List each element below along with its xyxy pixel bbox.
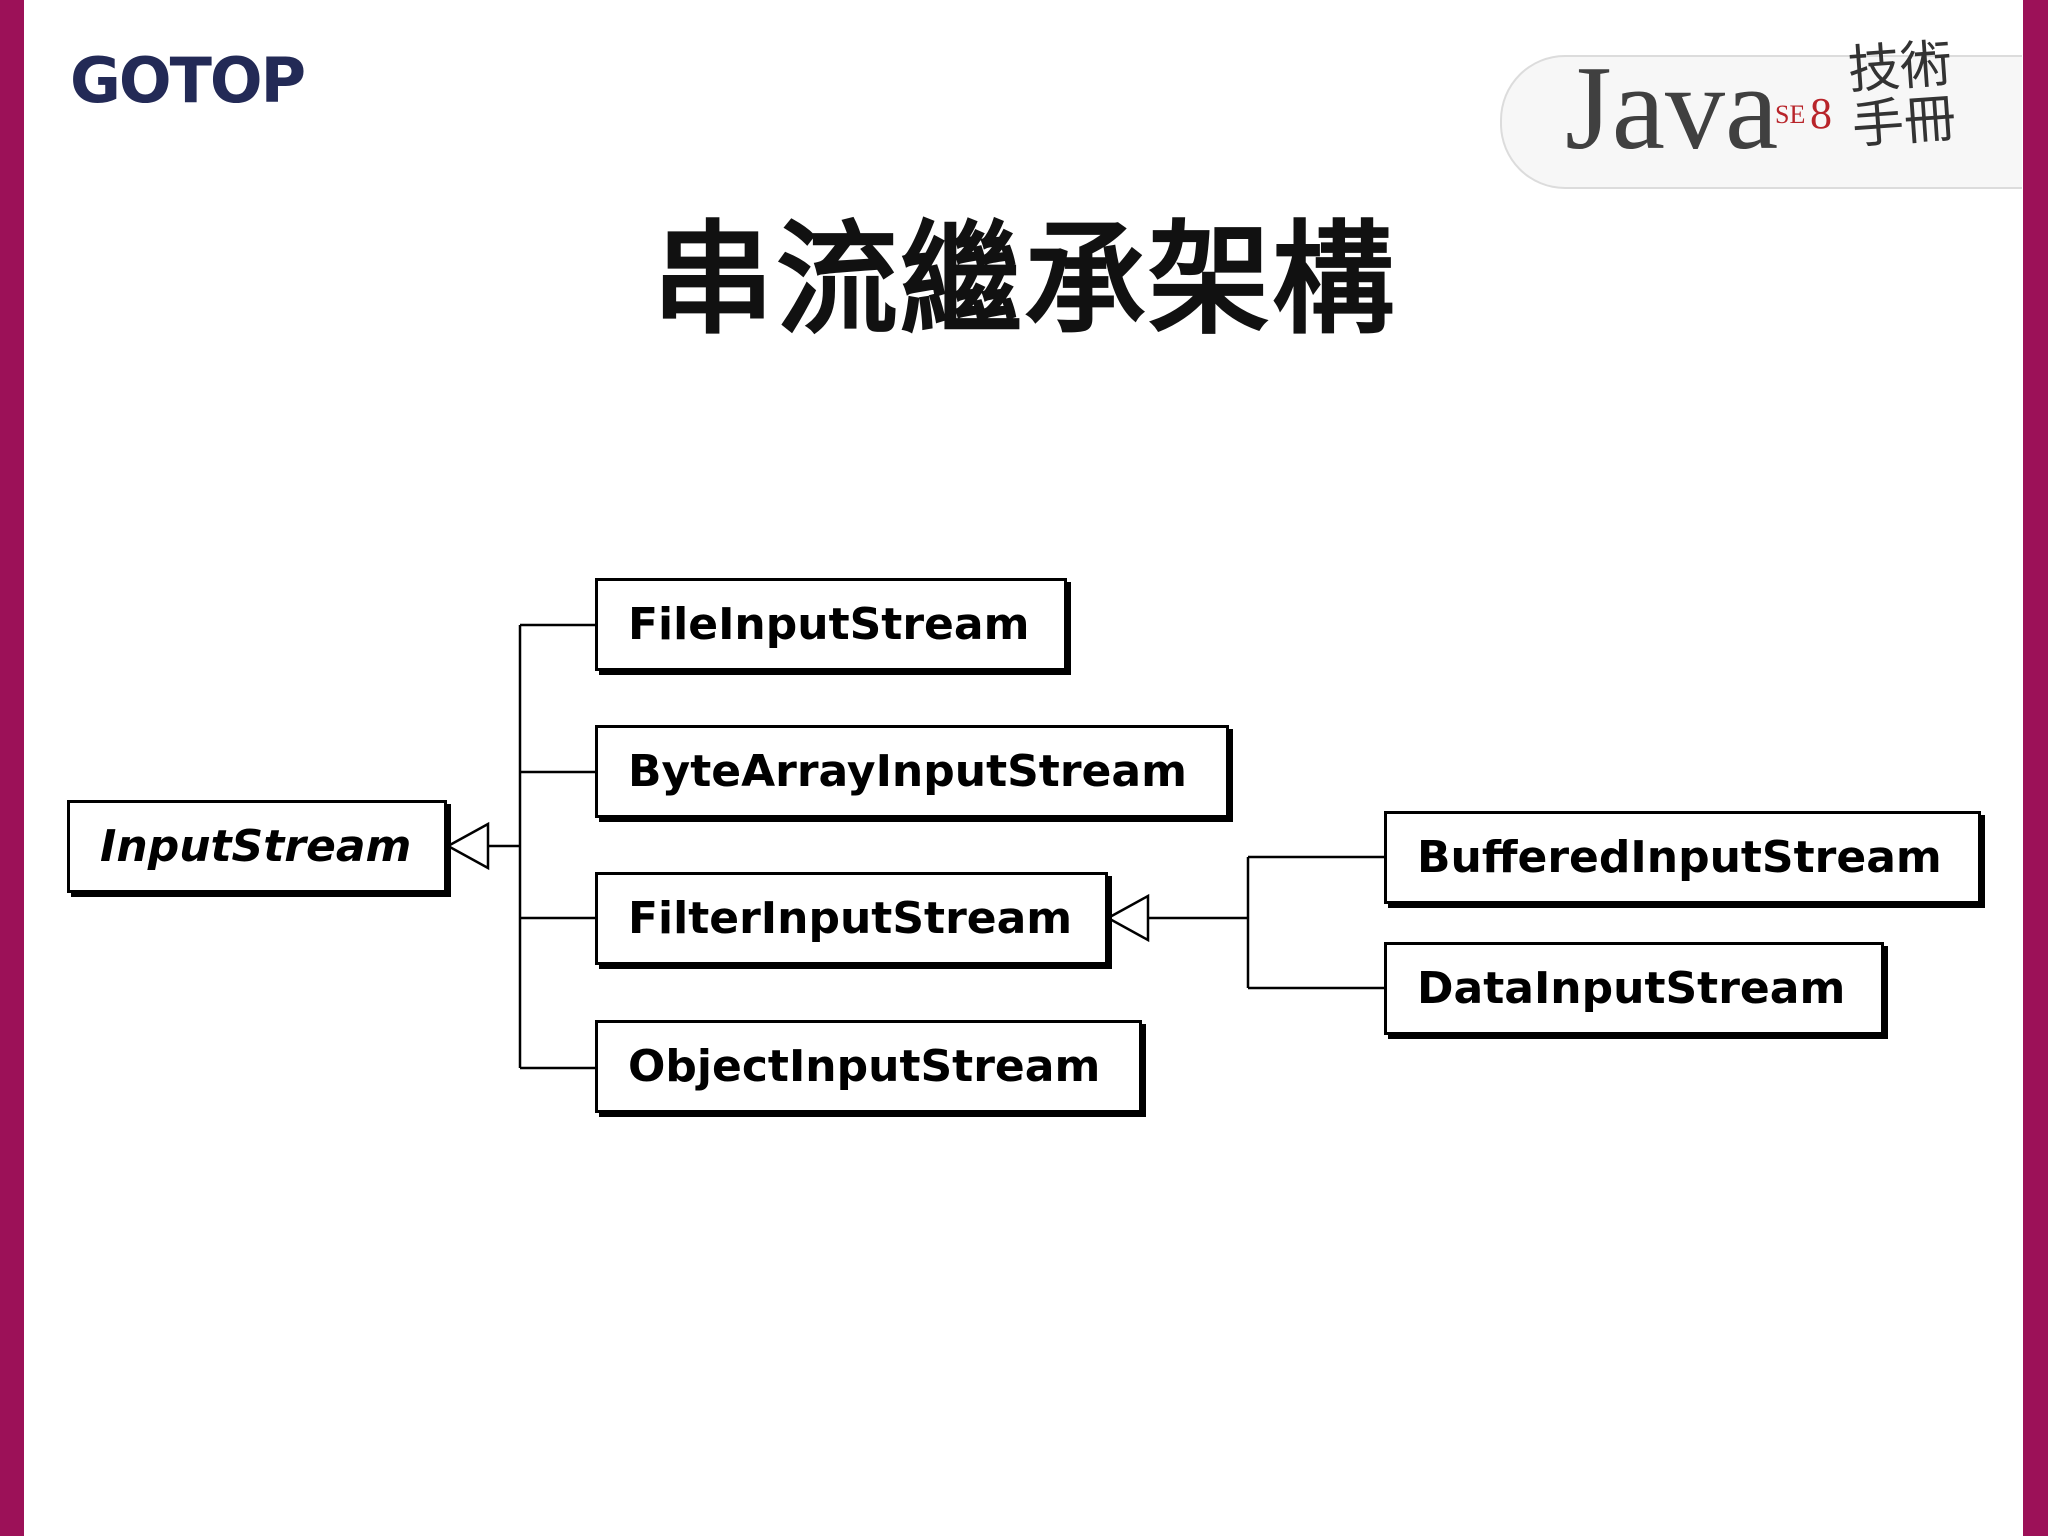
class-box-fileinputstream: FileInputStream [595,578,1067,671]
filter-inheritance-arrow [1105,893,1150,943]
left-border [0,0,24,1536]
java-se8-badge: Java SE 8 技術手冊 [1490,34,2022,230]
class-box-bufferedinputstream: BufferedInputStream [1384,811,1981,904]
class-box-datainputstream: DataInputStream [1384,942,1884,1035]
badge-oval [1500,55,2022,189]
class-box-inputstream: InputStream [67,800,447,893]
badge-edition: SE [1775,100,1806,129]
class-box-bytearrayinputstream: ByteArrayInputStream [595,725,1229,818]
page-title: 串流繼承架構 [652,207,1396,351]
class-box-objectinputstream: ObjectInputStream [595,1020,1142,1113]
badge-version: 8 [1810,89,1832,138]
root-inheritance-arrow [445,821,490,871]
badge-java-word: Java [1565,41,1779,174]
gotop-logo: GOTOP [70,44,306,117]
class-box-filterinputstream: FilterInputStream [595,872,1108,965]
right-border [2023,0,2048,1536]
